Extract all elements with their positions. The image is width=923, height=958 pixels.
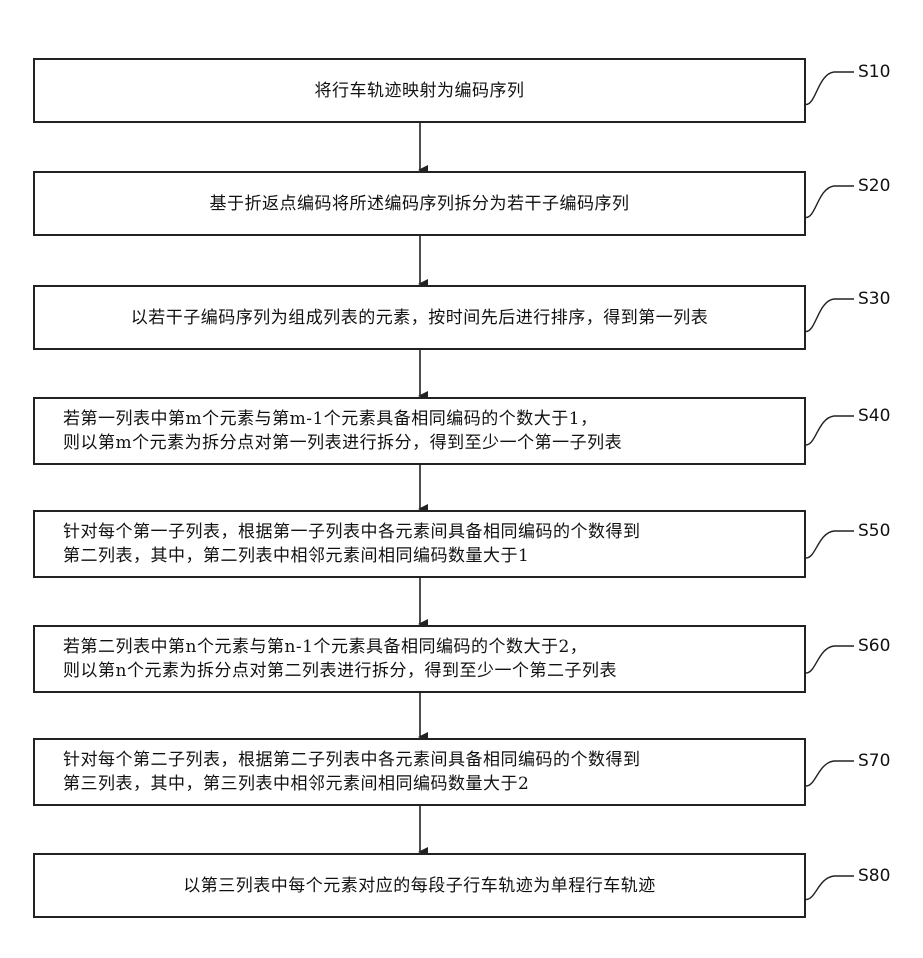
box-s50: 针对每个第一子列表，根据第一子列表中各元素间具备相同编码的个数得到 第二列表，其… — [33, 510, 806, 578]
leader-line-2 — [806, 186, 854, 218]
step-id-s40: S40 — [858, 406, 890, 426]
leader-line-3 — [806, 299, 854, 332]
leader-line-7 — [806, 761, 854, 786]
box-s60: 若第二列表中第n个元素与第n-1个元素具备相同编码的个数大于2， 则以第n个元素… — [33, 625, 806, 693]
step-id-s70: S70 — [858, 751, 890, 771]
step-id-s80: S80 — [858, 866, 890, 886]
step-id-s20: S20 — [858, 176, 890, 196]
box-s20: 基于折返点编码将所述编码序列拆分为若干子编码序列 — [33, 171, 806, 236]
box-s80: 以第三列表中每个元素对应的每段子行车轨迹为单程行车轨迹 — [33, 853, 806, 918]
box-s70: 针对每个第二子列表，根据第二子列表中各元素间具备相同编码的个数得到 第三列表，其… — [33, 738, 806, 806]
step-s30-text: 以若干子编码序列为组成列表的元素，按时间先后进行排序，得到第一列表 — [131, 306, 709, 330]
step-s70-line2: 第三列表，其中，第三列表中相邻元素间相同编码数量大于2 — [63, 772, 529, 796]
step-s40-line2: 则以第m个元素为拆分点对第一列表进行拆分，得到至少一个第一子列表 — [63, 431, 622, 455]
leader-line-5 — [806, 531, 854, 558]
step-s50-line1: 针对每个第一子列表，根据第一子列表中各元素间具备相同编码的个数得到 — [63, 520, 641, 544]
step-s60-line1: 若第二列表中第n个元素与第n-1个元素具备相同编码的个数大于2， — [63, 635, 587, 659]
box-s10: 将行车轨迹映射为编码序列 — [33, 58, 806, 123]
step-id-s60: S60 — [858, 636, 890, 656]
leader-line-6 — [806, 646, 854, 673]
step-s80-text: 以第三列表中每个元素对应的每段子行车轨迹为单程行车轨迹 — [183, 874, 656, 898]
step-id-s50: S50 — [858, 521, 890, 541]
leader-line-4 — [806, 416, 854, 445]
step-s70-line1: 针对每个第二子列表，根据第二子列表中各元素间具备相同编码的个数得到 — [63, 748, 641, 772]
step-s60-line2: 则以第n个元素为拆分点对第二列表进行拆分，得到至少一个第二子列表 — [63, 659, 617, 683]
box-s30: 以若干子编码序列为组成列表的元素，按时间先后进行排序，得到第一列表 — [33, 285, 806, 350]
step-s50-line2: 第二列表，其中，第二列表中相邻元素间相同编码数量大于1 — [63, 544, 529, 568]
step-id-s30: S30 — [858, 289, 890, 309]
step-s20-text: 基于折返点编码将所述编码序列拆分为若干子编码序列 — [210, 192, 630, 216]
leader-line-1 — [806, 72, 854, 105]
leader-line-8 — [806, 876, 854, 900]
step-s10-text: 将行车轨迹映射为编码序列 — [315, 79, 525, 103]
step-id-s10: S10 — [858, 62, 890, 82]
step-s40-line1: 若第一列表中第m个元素与第m-1个元素具备相同编码的个数大于1， — [63, 407, 598, 431]
box-s40: 若第一列表中第m个元素与第m-1个元素具备相同编码的个数大于1， 则以第m个元素… — [33, 397, 806, 465]
